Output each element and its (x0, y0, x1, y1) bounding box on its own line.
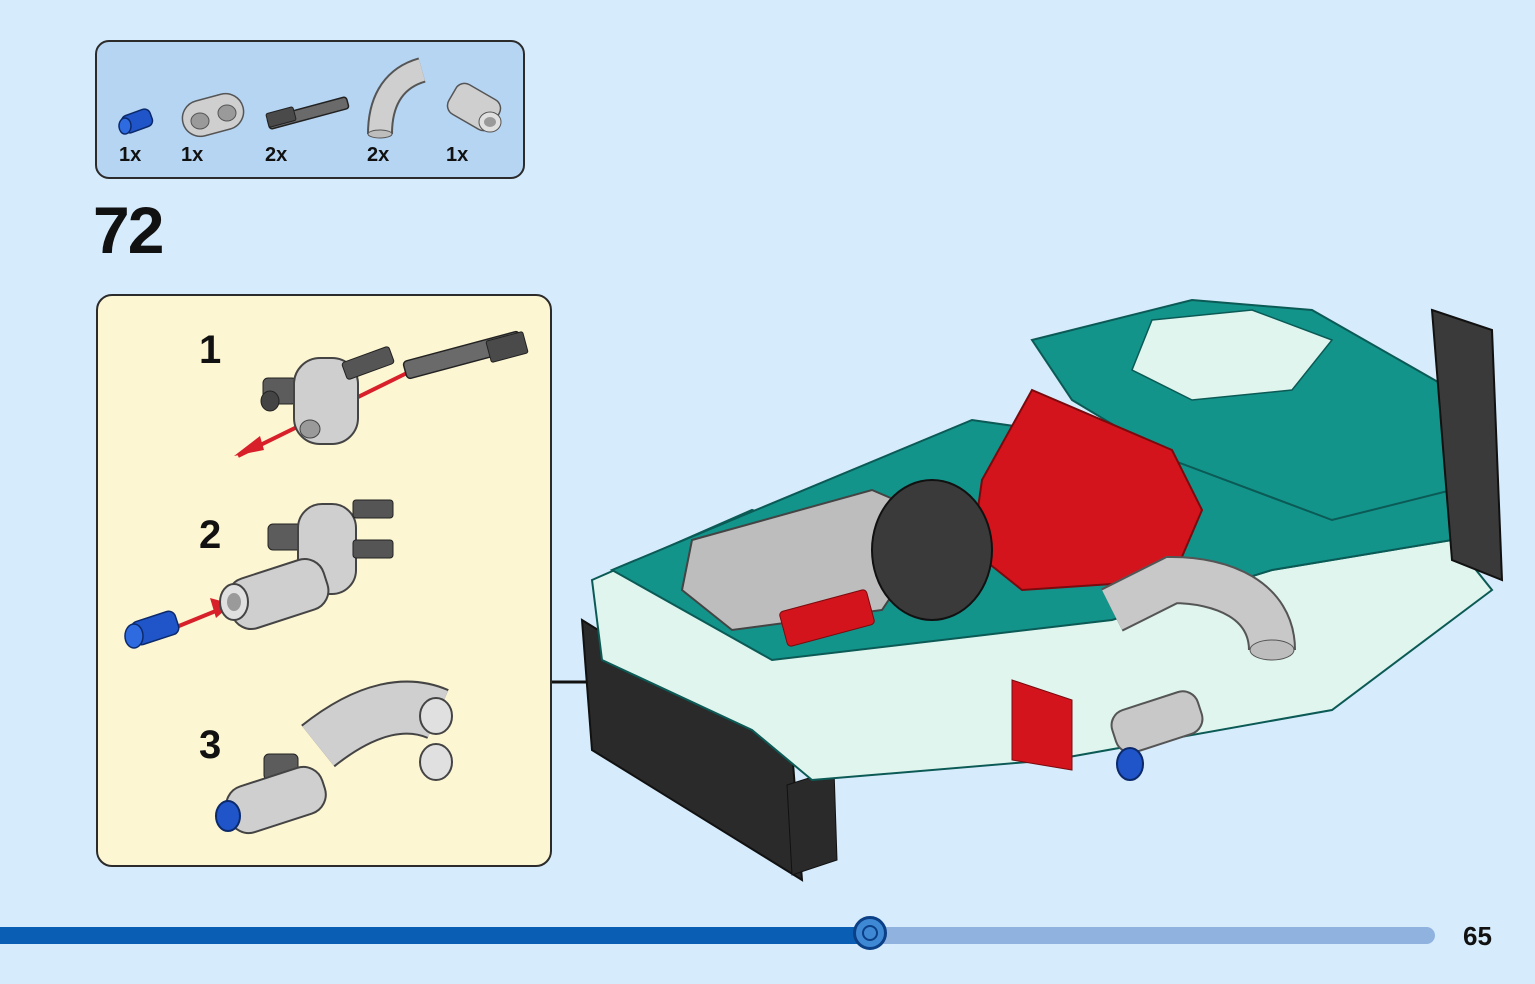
substep-number-2: 2 (199, 513, 222, 557)
progress-fill (0, 927, 870, 944)
part-qty-axle-pin: 2x (265, 144, 288, 166)
parts-illustration (118, 57, 502, 139)
substeps-illustration (124, 330, 529, 835)
part-qty-blue-pin: 1x (119, 144, 142, 166)
substep-number-1: 1 (199, 328, 222, 372)
substep-2-illustration (124, 499, 394, 649)
step-number: 72 (93, 193, 164, 267)
blue-pin-icon (118, 108, 154, 135)
part-qty-liftarm: 1x (181, 144, 204, 166)
dark-axle-pin-icon (265, 96, 350, 130)
substep-3-illustration (215, 680, 453, 835)
car-model-illustration (552, 298, 1504, 882)
parts-callout: 1x 1x 2x 2x 1x (95, 40, 525, 179)
substep-number-3: 3 (199, 723, 222, 767)
substeps-panel: 1 2 3 (96, 294, 552, 867)
gray-curved-pipe-icon (367, 57, 427, 139)
part-qty-curved-pipe: 2x (367, 144, 390, 166)
part-qty-pin-connector: 1x (446, 144, 469, 166)
car-body (590, 298, 1504, 782)
progress-indicator (853, 916, 887, 950)
gray-pin-connector-icon (446, 82, 502, 133)
substep-1-illustration (234, 330, 529, 458)
gray-liftarm-icon (181, 92, 245, 138)
progress-bar (0, 916, 1435, 950)
page-number: 65 (1463, 921, 1492, 951)
